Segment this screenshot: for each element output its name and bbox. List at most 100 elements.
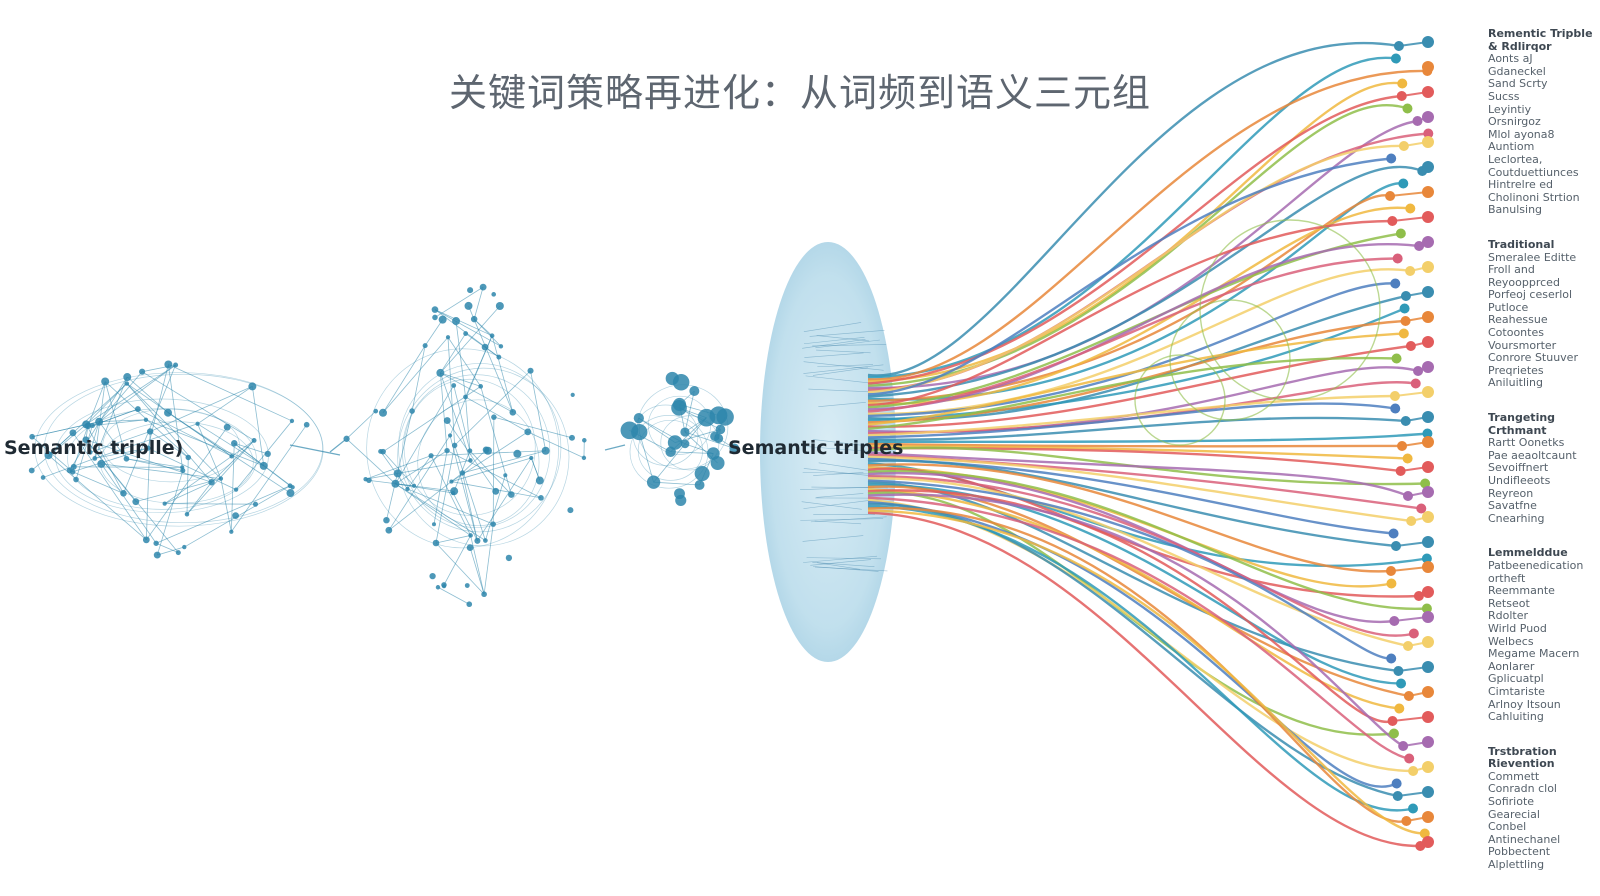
network-edge	[435, 542, 485, 595]
legend-marker-dot	[1422, 411, 1434, 423]
legend-marker-dot	[1403, 641, 1414, 651]
network-node	[378, 408, 387, 417]
lens-fiber	[813, 472, 864, 476]
network-node	[195, 421, 200, 426]
network-node	[153, 551, 161, 559]
legend-item: Voursmorter	[1488, 339, 1557, 352]
legend-marker-dot	[1422, 161, 1434, 173]
network-edge	[137, 408, 232, 457]
legend-marker-dot	[1394, 703, 1405, 714]
network-node	[483, 538, 488, 543]
network-node	[124, 381, 130, 386]
legend-item: Rartt Oonetks	[1488, 437, 1565, 450]
legend-marker-dot	[1402, 453, 1413, 464]
flow-curve	[867, 104, 1408, 387]
network-edge	[527, 431, 585, 459]
network-node	[568, 434, 575, 441]
lens-fiber	[810, 559, 872, 566]
network-bridge	[329, 439, 346, 453]
network-node	[164, 360, 173, 369]
legend-item: Froll and	[1488, 264, 1535, 277]
network-edge	[98, 371, 143, 422]
flow-curve	[867, 444, 1408, 460]
semantic-lens	[760, 242, 896, 662]
network-edge	[434, 309, 493, 337]
legend-item: Cimtariste	[1488, 685, 1545, 698]
legend-marker-dot	[1422, 186, 1434, 198]
network-edge	[386, 410, 413, 521]
flow-curve	[867, 81, 1403, 383]
network-node	[173, 362, 179, 368]
network-edge	[85, 439, 212, 483]
legend-item: Sand Scrty	[1488, 78, 1548, 91]
legend-item: Auntiom	[1488, 141, 1535, 154]
legend-marker-dot	[1422, 261, 1434, 273]
network-edge	[638, 417, 676, 443]
legend-marker-dot	[1401, 816, 1412, 826]
legend-heading: & Rdlirqor	[1488, 39, 1552, 53]
network-edge	[100, 463, 157, 544]
network-edge	[411, 345, 426, 412]
network-edge	[468, 305, 514, 413]
network-node	[383, 516, 390, 524]
legend-item: Undifleeots	[1488, 475, 1551, 487]
legend-marker-dot	[1388, 528, 1399, 539]
network-edge	[638, 431, 654, 483]
network-node	[229, 529, 234, 534]
legend-heading: Lemmelddue	[1488, 546, 1568, 560]
network-node	[69, 429, 77, 437]
legend-marker-dot	[1410, 378, 1421, 389]
legend-item: Gearecial	[1488, 808, 1540, 821]
network-edge	[157, 546, 185, 556]
legend-marker-dot	[1386, 578, 1397, 589]
legend-marker-dot	[1398, 328, 1409, 339]
legend-marker-dot	[1422, 486, 1434, 498]
network-node	[134, 406, 141, 412]
legend-marker-dots	[1385, 36, 1434, 851]
network-node	[498, 344, 504, 349]
network-node	[470, 315, 478, 323]
legend-marker-dot	[1422, 736, 1434, 748]
flow-curve	[867, 479, 1392, 660]
network-edge	[440, 305, 501, 374]
flow-curve	[867, 402, 1396, 439]
legend-marker-dot	[1404, 753, 1415, 764]
lens-fiber	[814, 520, 862, 525]
flow-curve	[867, 496, 1410, 760]
legend-item: Pobbectent	[1488, 846, 1551, 859]
network-edge	[530, 457, 541, 481]
network-arc	[34, 372, 324, 527]
legend-marker-dot	[1389, 391, 1400, 401]
lens-inner-lines	[800, 322, 889, 572]
legend-marker-dot	[1422, 436, 1434, 448]
network-node	[481, 343, 489, 351]
legend-marker-dot	[1412, 116, 1423, 126]
legend-marker-dot	[1422, 36, 1434, 48]
legend-marker-dot	[1420, 478, 1431, 489]
network-node	[478, 384, 484, 389]
lens-fiber	[806, 557, 882, 560]
network-node	[729, 443, 740, 454]
network-node	[496, 354, 502, 360]
lens-fiber	[816, 493, 864, 498]
legend-marker-dot	[1422, 211, 1434, 223]
network-node	[142, 536, 150, 544]
legend-item: Conradn clol	[1488, 783, 1557, 796]
flow-curve	[867, 500, 1398, 788]
network-edge	[465, 396, 528, 433]
legend-item: Aonts aJ	[1488, 53, 1533, 66]
network-node	[385, 526, 393, 534]
network-arc	[67, 408, 257, 510]
network-edge	[346, 410, 377, 440]
lens-fiber	[803, 555, 878, 563]
flow-curve	[867, 165, 1423, 398]
legend-item: Reemmante	[1488, 585, 1555, 598]
flow-curve	[867, 69, 1428, 381]
legend-item: Pae aeaoltcaunt	[1488, 449, 1577, 462]
flow-loop	[1199, 219, 1381, 401]
network-edge	[85, 383, 128, 425]
network-node	[162, 501, 167, 506]
lens-fiber	[816, 335, 870, 342]
